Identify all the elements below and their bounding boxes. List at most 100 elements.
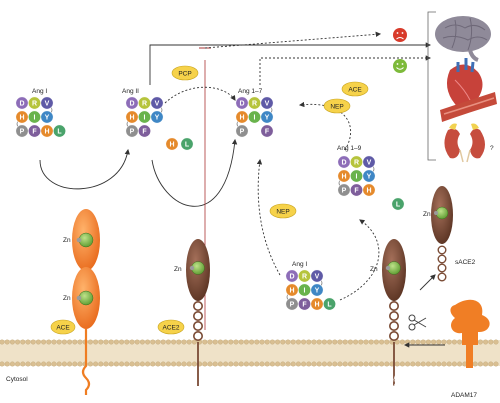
arrow-ace2-shedding bbox=[419, 274, 436, 291]
amino-acid-h: H bbox=[362, 183, 376, 197]
amino-acid-h: H bbox=[165, 137, 179, 151]
arrow-ang2-to-ang17 bbox=[151, 138, 238, 207]
svg-text:P: P bbox=[342, 187, 347, 194]
svg-text:I: I bbox=[144, 114, 146, 121]
blood-vessel-icon bbox=[440, 92, 497, 122]
svg-text:I: I bbox=[254, 114, 256, 121]
zinc-ion bbox=[76, 295, 82, 301]
amino-acid-d: D bbox=[337, 155, 351, 169]
enzyme-ace-membrane-label: ACE bbox=[50, 319, 76, 335]
amino-acid-v: V bbox=[150, 96, 164, 110]
svg-text:H: H bbox=[239, 114, 244, 121]
enzyme-nep-mid: NEP bbox=[269, 203, 297, 219]
sace2-label: sACE2 bbox=[455, 259, 476, 266]
amino-acid-r: R bbox=[349, 155, 363, 169]
ace-membrane-label: ACE bbox=[56, 325, 70, 332]
amino-acid-p: P bbox=[235, 124, 249, 138]
amino-acid-l: L bbox=[52, 124, 66, 138]
happy-face-icon bbox=[393, 59, 407, 73]
svg-text:L: L bbox=[57, 128, 62, 135]
amino-acid-l: L bbox=[322, 297, 336, 311]
svg-text:H: H bbox=[169, 141, 174, 148]
ang19-label: Ang 1–9 bbox=[337, 145, 362, 152]
soluble-ace2: Zn sACE2 bbox=[423, 186, 476, 282]
svg-text:H: H bbox=[314, 301, 319, 308]
adam17-protein: ADAM17 bbox=[450, 299, 490, 399]
amino-acid-i: I bbox=[297, 283, 311, 297]
amino-acid-v: V bbox=[362, 155, 376, 169]
svg-text:Y: Y bbox=[315, 287, 320, 294]
arrow-to-bad-effects bbox=[204, 31, 382, 49]
svg-text:I: I bbox=[34, 114, 36, 121]
amino-acid-h: H bbox=[40, 124, 54, 138]
zn-label: Zn bbox=[63, 295, 71, 302]
amino-acid-f: F bbox=[260, 124, 274, 138]
membrane-lipid-heads-top bbox=[0, 339, 499, 345]
enzyme-pcp: PCP bbox=[171, 65, 199, 81]
svg-text:H: H bbox=[366, 187, 371, 194]
ace-top-label: ACE bbox=[348, 87, 362, 94]
ace2-right-collectrin-domain bbox=[388, 300, 399, 386]
svg-text:L: L bbox=[327, 301, 332, 308]
nep-mid-label: NEP bbox=[276, 209, 289, 216]
amino-acid-d: D bbox=[235, 96, 249, 110]
ace2-membrane-label: ACE2 bbox=[163, 325, 180, 332]
enzyme-ace2-membrane-label: ACE2 bbox=[157, 319, 185, 335]
adam17-label: ADAM17 bbox=[451, 392, 477, 399]
svg-text:P: P bbox=[240, 128, 245, 135]
svg-text:R: R bbox=[142, 100, 147, 107]
svg-text:V: V bbox=[45, 100, 50, 107]
arrow-ang2-to-organs bbox=[149, 42, 432, 85]
amino-acid-i: I bbox=[349, 169, 363, 183]
svg-text:Y: Y bbox=[265, 114, 270, 121]
watermark: 知乎 @杀生丸 bbox=[393, 374, 463, 388]
cleaved-residues: H L L bbox=[165, 137, 405, 211]
svg-text:L: L bbox=[185, 141, 190, 148]
question-mark: ? bbox=[490, 145, 494, 152]
amino-acid-f: F bbox=[138, 124, 152, 138]
kidneys-icon bbox=[444, 123, 485, 163]
zn-label: Zn bbox=[63, 237, 71, 244]
svg-text:V: V bbox=[265, 100, 270, 107]
amino-acid-d: D bbox=[125, 96, 139, 110]
ace-protein: Zn Zn bbox=[63, 209, 100, 395]
amino-acid-r: R bbox=[248, 96, 262, 110]
svg-text:V: V bbox=[155, 100, 160, 107]
amino-acid-v: V bbox=[40, 96, 54, 110]
amino-acid-f: F bbox=[349, 183, 363, 197]
amino-acid-y: Y bbox=[150, 110, 164, 124]
amino-acid-v: V bbox=[310, 269, 324, 283]
ace2-collectrin-domain bbox=[193, 300, 204, 386]
ang1-left-label: Ang I bbox=[32, 88, 47, 95]
svg-text:F: F bbox=[265, 128, 270, 135]
svg-text:D: D bbox=[289, 273, 294, 280]
svg-text:D: D bbox=[341, 159, 346, 166]
svg-text:R: R bbox=[252, 100, 257, 107]
svg-text:P: P bbox=[290, 301, 295, 308]
svg-text:H: H bbox=[19, 114, 24, 121]
arrow-pcp bbox=[164, 86, 236, 104]
enzyme-nep-top: NEP bbox=[323, 98, 351, 114]
amino-acid-v: V bbox=[260, 96, 274, 110]
zn-label: Zn bbox=[174, 266, 182, 273]
amino-acid-d: D bbox=[285, 269, 299, 283]
svg-text:D: D bbox=[19, 100, 24, 107]
amino-acid-p: P bbox=[15, 124, 29, 138]
amino-acid-h: H bbox=[310, 297, 324, 311]
arrow-ang1-to-ang19 bbox=[339, 219, 380, 301]
svg-text:F: F bbox=[142, 128, 147, 135]
amino-acid-h: H bbox=[337, 169, 351, 183]
amino-acid-i: I bbox=[27, 110, 41, 124]
svg-text:R: R bbox=[354, 159, 359, 166]
amino-acid-r: R bbox=[138, 96, 152, 110]
ace2-protein-right: Zn bbox=[370, 239, 406, 386]
membrane-lipid-heads-bottom bbox=[0, 361, 499, 367]
amino-acid-i: I bbox=[138, 110, 152, 124]
nep-top-label: NEP bbox=[330, 104, 343, 111]
amino-acid-l: L bbox=[391, 197, 405, 211]
